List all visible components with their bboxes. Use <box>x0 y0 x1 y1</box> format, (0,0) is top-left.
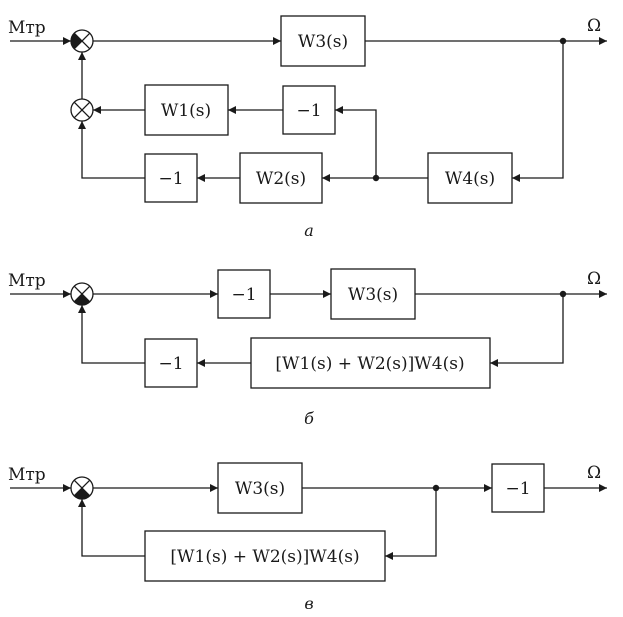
w2-block-a: W2(s) <box>239 152 323 204</box>
feedback-label-b: [W1(s) + W2(s)]W4(s) <box>275 354 464 374</box>
caption-b: б <box>304 409 314 428</box>
w3-label-c: W3(s) <box>235 479 285 499</box>
branch-to-neg-line-a <box>335 106 377 178</box>
caption-c: в <box>304 594 313 613</box>
neg-forward-block-b: −1 <box>217 269 271 319</box>
w1-label-a: W1(s) <box>161 101 211 121</box>
feedback-block-c: [W1(s) + W2(s)]W4(s) <box>144 530 386 582</box>
feedback-label-c: [W1(s) + W2(s)]W4(s) <box>170 547 359 567</box>
w4-block-a: W4(s) <box>427 152 513 204</box>
w3-label-b: W3(s) <box>348 285 398 305</box>
w3-label-a: W3(s) <box>298 32 348 52</box>
feedback-line-a <box>512 41 564 182</box>
diagram-b: Mтр −1 W3(s) Ω [W1(s) + W2(s)]W4(s) <box>8 268 607 428</box>
caption-a: а <box>304 221 314 240</box>
summing-junction-top-a <box>70 29 94 53</box>
neg-output-label-c: −1 <box>505 479 530 499</box>
feedback-block-b: [W1(s) + W2(s)]W4(s) <box>250 337 491 389</box>
w3-block-b: W3(s) <box>330 268 416 320</box>
neg-feedback-block-b: −1 <box>144 338 198 388</box>
w1-block-a: W1(s) <box>144 84 229 136</box>
w2-label-a: W2(s) <box>256 169 306 189</box>
diagram-a: Mтр W3(s) Ω W4(s) −1 <box>8 15 607 240</box>
output-signal-label-c: Ω <box>587 463 601 483</box>
w3-block-a: W3(s) <box>280 15 366 67</box>
neg-outer-block-a: −1 <box>144 153 198 203</box>
neg-inner-label-a: −1 <box>296 101 321 121</box>
diagram-c: Mтр W3(s) −1 Ω [W1(s) + W2(s)]W4(s) в <box>8 462 607 613</box>
output-signal-label-a: Ω <box>587 16 601 36</box>
input-signal-label-a: Mтр <box>8 18 46 38</box>
feedback-line-c <box>385 488 437 560</box>
feedback-to-sum-line-c <box>78 499 145 557</box>
neg-feedback-label-b: −1 <box>158 354 183 374</box>
feedback-line-b <box>490 294 564 367</box>
neg-inner-block-a: −1 <box>282 85 336 135</box>
neg-to-sum-line-a <box>78 121 145 179</box>
neg-to-sum-line-b <box>78 305 145 364</box>
input-signal-label-b: Mтр <box>8 271 46 291</box>
neg-outer-label-a: −1 <box>158 169 183 189</box>
w3-block-c: W3(s) <box>217 462 303 514</box>
summing-junction-b <box>70 282 94 306</box>
w4-label-a: W4(s) <box>445 169 495 189</box>
neg-forward-label-b: −1 <box>231 285 256 305</box>
summing-junction-c <box>70 476 94 500</box>
neg-output-block-c: −1 <box>491 463 545 513</box>
output-signal-label-b: Ω <box>587 269 601 289</box>
summing-junction-bottom-a <box>70 98 94 122</box>
input-signal-label-c: Mтр <box>8 465 46 485</box>
